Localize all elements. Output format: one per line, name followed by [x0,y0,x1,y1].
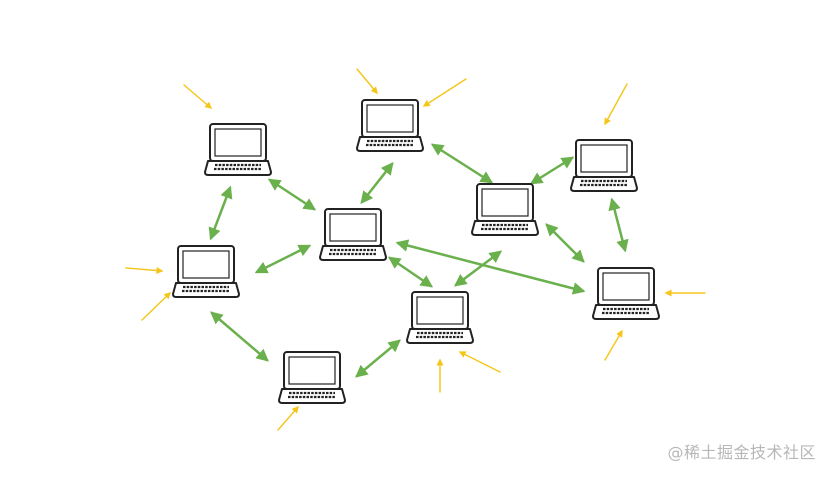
incoming-arrow-n3 [125,267,164,275]
laptop-icon [592,267,660,320]
laptop-icon [278,351,346,404]
incoming-arrow-n6 [458,351,501,373]
laptop-icon [319,208,387,261]
link-n1-n3 [208,185,233,241]
incoming-arrow-n8 [604,83,628,126]
links-layer [208,143,629,378]
link-n6-n9 [608,197,629,253]
incoming-arrow-n3 [141,292,172,321]
link-n7-n8 [454,250,502,287]
incoming-arrow-n5 [604,329,623,361]
link-n9-n10 [210,311,269,362]
watermark: @稀土掘金技术社区 [667,443,816,462]
link-n4-n10 [545,223,585,263]
laptop-icon [172,245,240,298]
link-n7-n9 [529,156,575,185]
incoming-arrow-n10 [277,405,299,431]
link-n4-n5 [387,256,434,288]
link-n3-n4 [254,244,312,274]
laptop-icon [204,123,272,176]
laptop-icon [356,99,424,152]
incoming-arrow-n2 [356,68,378,95]
incoming-arrow-n2 [422,78,467,107]
laptop-icon [471,183,539,236]
link-n2-n7 [430,143,494,184]
nodes-layer [172,99,660,404]
laptop-icon [406,291,474,344]
laptop-icon [570,139,638,192]
link-n1-n2 [267,178,317,211]
incoming-arrows-layer [125,68,706,431]
incoming-arrow-n1 [183,84,213,109]
link-n2-n4 [360,162,394,204]
link-n8-n10 [355,339,401,378]
